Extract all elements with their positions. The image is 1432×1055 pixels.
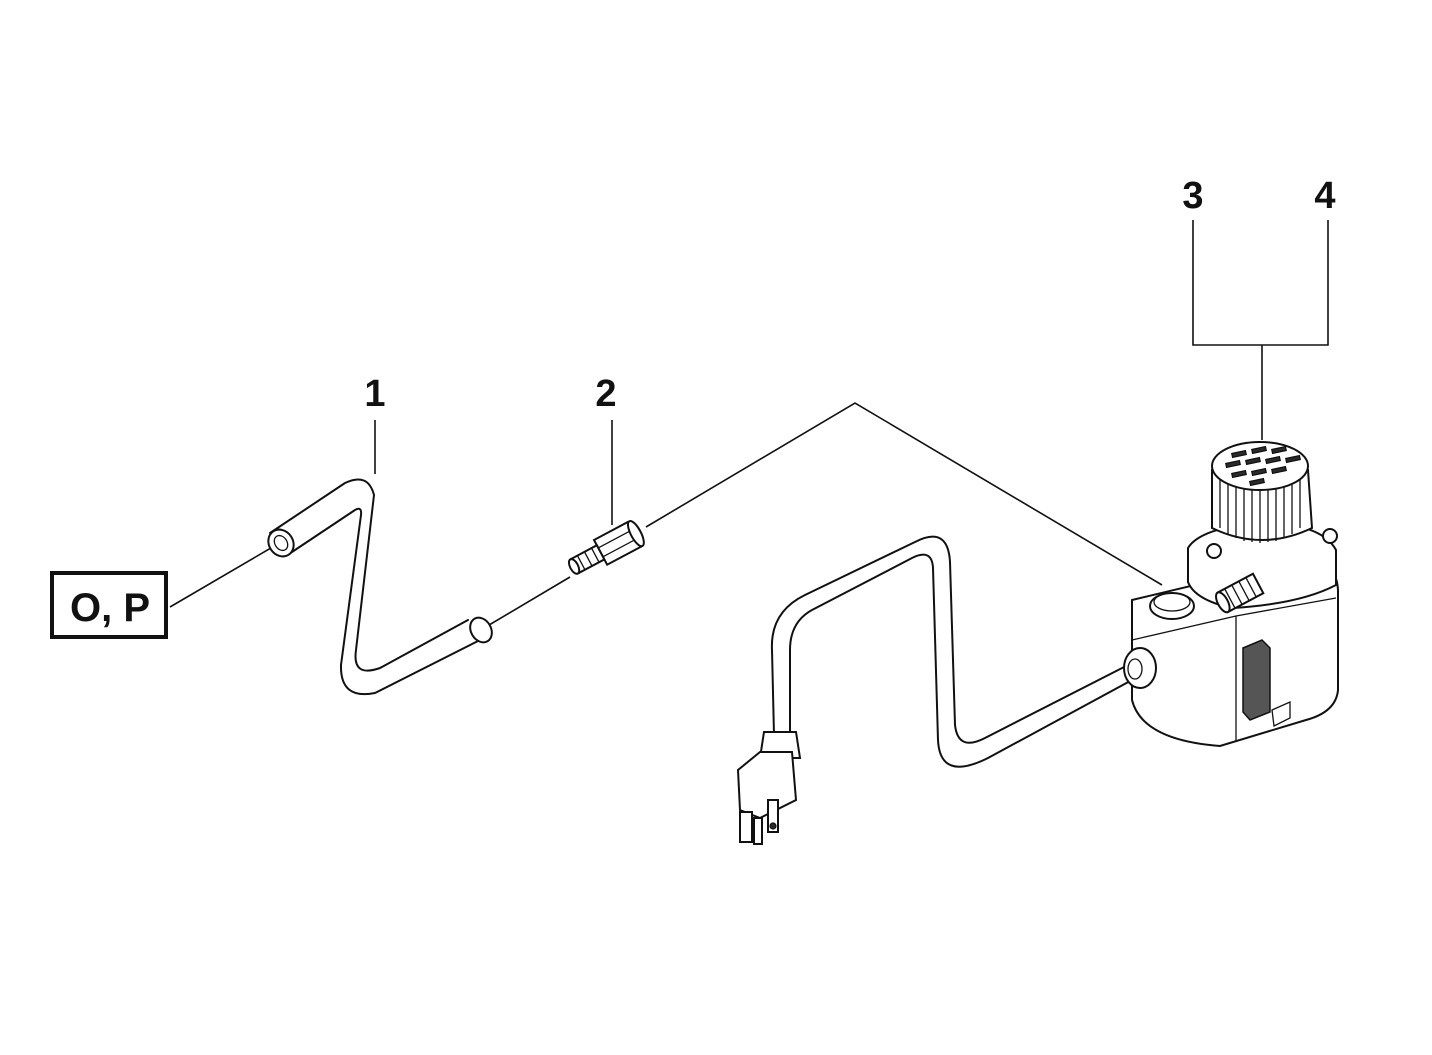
plug-ground-pin [753,817,763,845]
pump-assembly [1123,441,1339,748]
hose-outer [269,478,469,672]
leader-fitting-to-pump [645,402,1163,586]
hose-end-closed [469,616,493,644]
hose-part [267,478,493,696]
hose-end-open [267,528,295,558]
fitting-part [567,519,645,575]
pump-cord-gland [1123,647,1157,689]
callouts: 1 2 3 4 [364,175,1335,415]
cord-outer [770,535,1129,744]
leader-ref-box [169,544,277,608]
strainer-ribs [1219,478,1301,543]
hose-inner [291,507,481,696]
leader-item-3-4-bracket [1192,220,1329,346]
leader-hose-to-fitting [483,576,571,629]
callout-item-3: 3 [1182,175,1203,217]
strainer-top-slots [1225,445,1301,487]
pump-side-clip [1242,639,1271,721]
callout-item-2: 2 [595,373,616,415]
reference-box-label: O, P [70,586,150,630]
callout-item-4: 4 [1314,175,1335,217]
pump-screw [1206,543,1222,559]
plug-prong-1 [739,811,753,843]
leader-lines [169,220,1329,629]
reference-box: O, P [50,571,168,639]
callout-item-1: 1 [364,373,385,415]
plug-body [736,751,798,820]
pump-outlet-nozzle [1215,572,1265,614]
cord-inner [789,553,1133,768]
reference-box-frame [50,571,168,639]
power-cord [736,535,1133,845]
hose-end-bore [273,534,289,552]
pump-screw [1322,528,1338,544]
plug-prong-2 [767,799,779,833]
